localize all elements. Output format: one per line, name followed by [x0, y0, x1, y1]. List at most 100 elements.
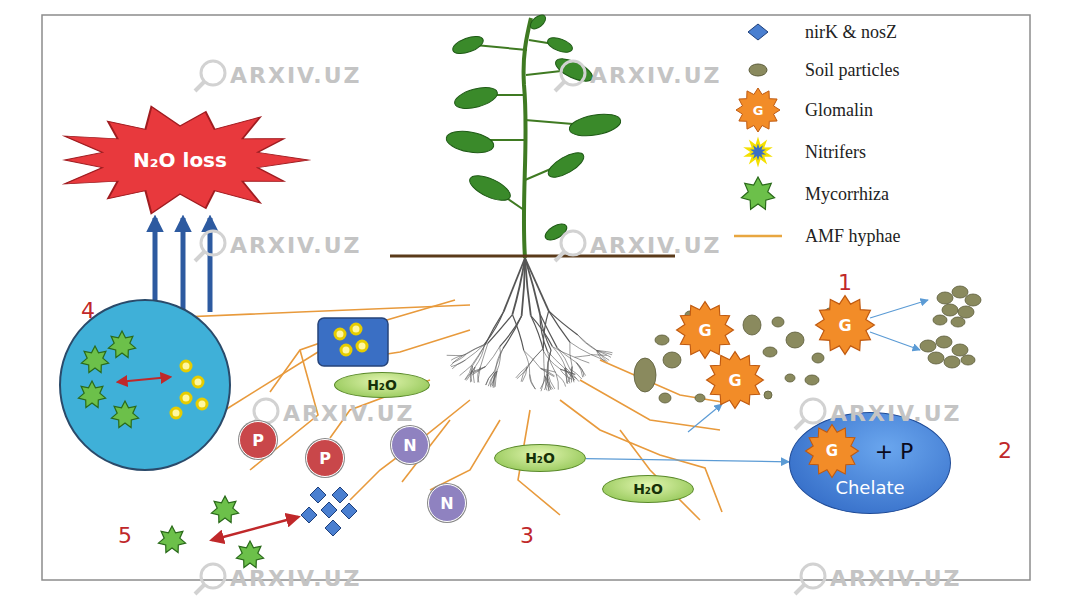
- legend-swatch: [734, 235, 782, 238]
- legend-text: Glomalin: [805, 100, 873, 121]
- watermark-icon: [795, 585, 804, 594]
- root: [484, 312, 503, 345]
- legend-star-letter: G: [753, 103, 764, 118]
- root: [451, 360, 465, 367]
- nitrifier: [341, 345, 351, 355]
- root: [575, 357, 590, 363]
- watermark-icon: [254, 399, 278, 423]
- legend-swatch: [748, 24, 768, 40]
- root: [552, 347, 574, 358]
- water-oval: H₂O: [602, 475, 694, 503]
- nitrifier: [335, 329, 345, 339]
- callout-number: 4: [81, 298, 95, 323]
- root: [524, 351, 541, 369]
- nitrifier: [357, 341, 367, 351]
- root: [460, 365, 472, 375]
- mycorrhiza-star: [211, 496, 238, 523]
- legend-text: nirK & nosZ: [805, 22, 897, 43]
- node-shape: [64, 106, 308, 213]
- frame: [42, 15, 1030, 580]
- root: [591, 355, 606, 362]
- node-text: G: [728, 371, 741, 390]
- root: [552, 347, 565, 368]
- node-text: G: [826, 442, 838, 460]
- root: [543, 351, 545, 376]
- legend-swatch: [749, 64, 767, 76]
- watermark-icon: [561, 61, 585, 85]
- root: [504, 258, 526, 312]
- root: [541, 368, 555, 376]
- watermark: ARXIV.UZ: [590, 63, 721, 88]
- root: [549, 311, 578, 335]
- root: [521, 367, 528, 382]
- watermark: ARXIV.UZ: [590, 233, 721, 258]
- node-text: N: [403, 436, 416, 455]
- root: [597, 350, 613, 352]
- legend-text: AMF hyphae: [805, 226, 901, 247]
- root: [478, 367, 481, 383]
- mycorrhiza-star: [81, 346, 108, 373]
- root: [491, 372, 496, 387]
- root: [570, 369, 582, 379]
- watermark-icon: [795, 420, 804, 429]
- root: [522, 367, 527, 382]
- root: [541, 368, 555, 376]
- nutrient-circle: P: [306, 439, 344, 477]
- mycorrhiza-star: [78, 381, 105, 408]
- glomalin-star: G: [805, 424, 859, 478]
- mycorrhiza-star: [111, 401, 138, 428]
- root: [545, 376, 549, 392]
- watermark-icons: [195, 61, 825, 594]
- root: [576, 363, 583, 377]
- watermark-icon: [201, 231, 225, 255]
- root: [597, 350, 612, 354]
- node-shape: [707, 352, 764, 409]
- water-oval: H₂O: [494, 444, 586, 472]
- callout-number: 3: [520, 523, 534, 548]
- watermark-icon: [195, 585, 204, 594]
- nitrifier: [181, 361, 191, 371]
- legend-swatch: [741, 177, 774, 209]
- watermark-icon: [801, 399, 825, 423]
- nutrient-circle: N: [428, 484, 466, 522]
- root: [557, 348, 576, 363]
- nitrifier: [197, 399, 207, 409]
- watermark-icon: [201, 564, 225, 588]
- root: [570, 342, 572, 366]
- watermark-icon: [561, 231, 585, 255]
- mycorrhiza-star: [108, 331, 135, 358]
- watermark: ARXIV.UZ: [230, 63, 361, 88]
- interaction-arrow: [118, 377, 170, 382]
- root: [478, 367, 481, 383]
- root: [565, 368, 570, 383]
- watermark-icon: [195, 82, 204, 91]
- root: [531, 316, 544, 352]
- node-text: P: [319, 449, 331, 468]
- water-oval: H₂O: [334, 372, 430, 398]
- nitrifier: [181, 393, 191, 403]
- node-shape: [677, 302, 734, 359]
- nitrifier-box: [318, 318, 388, 366]
- root: [524, 351, 530, 375]
- root: [472, 345, 485, 366]
- root: [496, 349, 503, 372]
- root: [545, 376, 550, 391]
- root: [516, 367, 527, 378]
- root: [530, 374, 536, 389]
- plant: [445, 12, 623, 258]
- nitrifier: [171, 408, 181, 418]
- root: [547, 374, 553, 389]
- root: [450, 356, 462, 366]
- root: [576, 363, 582, 378]
- node-text: H₂O: [525, 450, 555, 466]
- node-shape: [806, 425, 859, 478]
- root: [565, 367, 566, 383]
- node-text: N₂O loss: [133, 148, 227, 172]
- node-text: G: [698, 321, 711, 340]
- watermark-icon: [195, 252, 204, 261]
- callout-number: 5: [118, 523, 132, 548]
- node-text: Chelate: [835, 477, 904, 498]
- root: [556, 374, 558, 390]
- root: [494, 349, 503, 372]
